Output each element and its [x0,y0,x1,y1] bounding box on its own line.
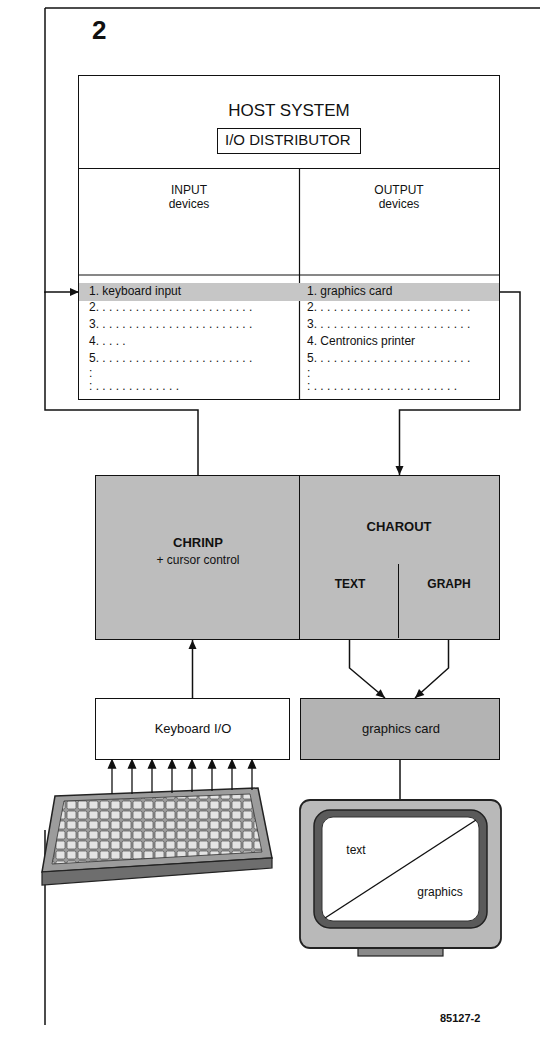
node-text: OUTPUT devices [368,184,430,212]
node-text: 1. graphics card [307,285,392,299]
table-rule [79,169,499,400]
arrowhead [376,689,385,698]
output-routine-box: CHAROUT TEXT GRAPH [299,475,500,640]
connector [45,288,198,475]
arrowhead [415,689,424,698]
device-slot: 5. . . . . . . . . . . . . . . . . . . .… [89,352,252,366]
connector [189,640,197,698]
graphics-mode-area: GRAPH [399,564,498,638]
device-slot: : [89,367,92,381]
device-slot: 4. Centronics printer [307,335,415,349]
node-text: CHRINP [173,536,223,551]
arrowhead [189,640,197,649]
connector-line [415,638,449,698]
connector [350,638,386,698]
node-text: I/O DISTRIBUTOR [225,131,351,148]
keyboard-io-box: Keyboard I/O [95,698,290,760]
device-slot: : . . . . . . . . . . . . . . . . . . . … [307,380,457,394]
connector-line [350,638,386,698]
node-text: HOST SYSTEM [228,101,350,121]
graphics-card-box: graphics card [300,698,500,760]
device-slot: 4. . . . . [89,335,126,349]
device-slot: 5. . . . . . . . . . . . . . . . . . . .… [307,352,470,366]
arrowhead [396,466,404,475]
host-system-box: HOST SYSTEM I/O DISTRIBUTOR INPUT devices 1… [78,75,500,400]
device-slot: 2. . . . . . . . . . . . . . . . . . . .… [307,301,470,315]
node-text: + cursor control [156,554,239,568]
connector [415,638,449,698]
figure-code: 85127-2 [440,1012,480,1025]
device-row: 1. keyboard input [79,283,299,301]
node-text: INPUT devices [158,184,220,212]
connector [400,760,401,800]
node-text: GRAPH [427,578,470,592]
node-text: 1. keyboard input [89,285,181,299]
node-text: text [346,844,365,858]
input-routine-box: CHRINP + cursor control [95,475,301,640]
keyboard-drawing [42,788,272,885]
device-slot: 2. . . . . . . . . . . . . . . . . . . .… [89,301,252,315]
node-text: TEXT [335,578,366,592]
input-column: INPUT devices 1. keyboard input 2. . . . .… [79,168,299,399]
device-slot: : [307,367,310,381]
device-row: 1. graphics card [299,283,499,301]
device-slot: : . . . . . . . . . . . . . [89,380,179,394]
connector-line [399,760,401,800]
node-text: Keyboard I/O [155,722,232,737]
key-lines [109,760,256,794]
node-text: graphics card [362,722,440,737]
output-column: OUTPUT devices 1. graphics card 2. . . . .… [299,168,499,399]
device-slot: 3. . . . . . . . . . . . . . . . . . . .… [307,318,470,332]
monitor-drawing [298,798,503,958]
figure-number: 2 [92,16,106,46]
device-slot: 3. . . . . . . . . . . . . . . . . . . .… [89,318,252,332]
node-text: graphics [417,886,462,900]
monitor: text graphics [298,798,503,958]
distributor-box: I/O DISTRIBUTOR [217,128,361,154]
node-text: CHAROUT [367,520,432,535]
text-mode-area: TEXT [300,564,399,638]
